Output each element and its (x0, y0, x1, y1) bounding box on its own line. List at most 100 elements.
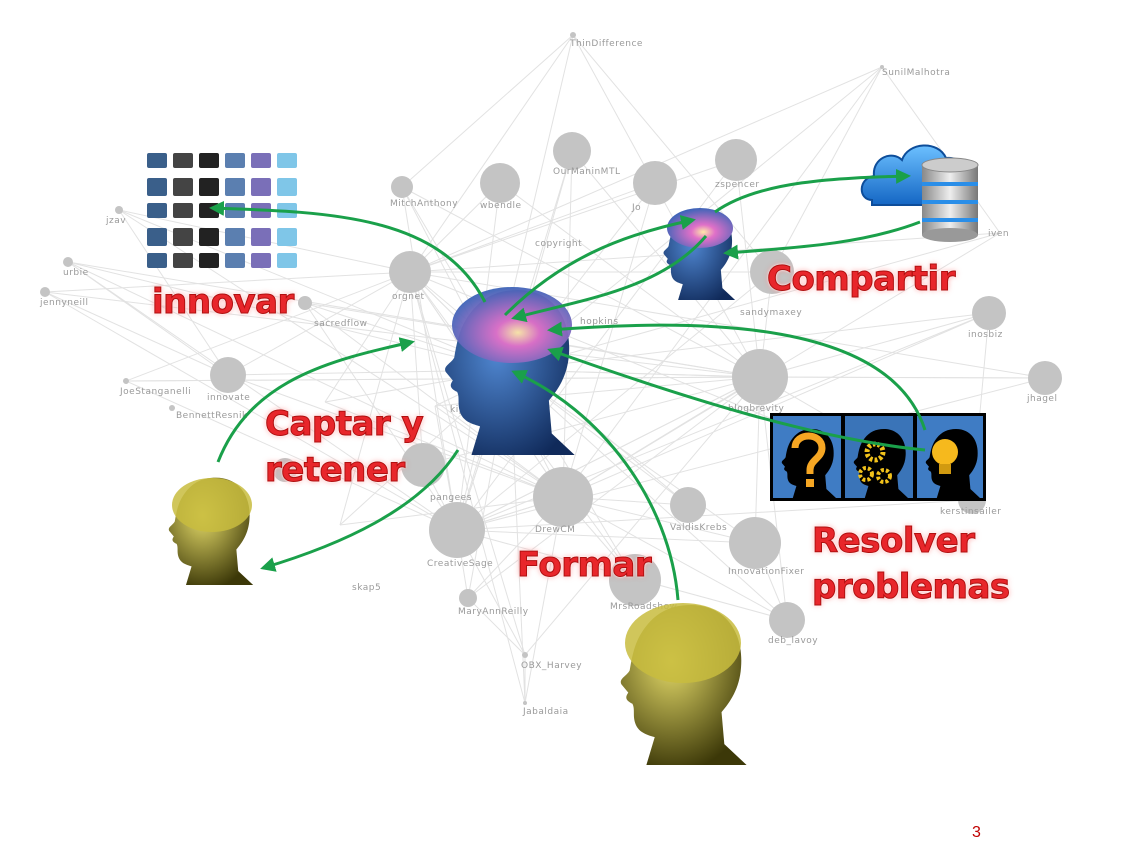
network-edge (759, 376, 1046, 379)
device-icon (277, 178, 297, 196)
network-edge (456, 271, 773, 531)
network-edge (125, 271, 411, 382)
network-node (401, 443, 445, 487)
node-label: CreativeSage (427, 559, 493, 569)
device-icon (173, 153, 193, 168)
node-label: InnovationFixer (728, 567, 804, 577)
device-icon (251, 253, 271, 268)
network-node (480, 163, 520, 203)
network-edge (562, 496, 788, 621)
device-icon (173, 253, 193, 268)
network-edge (401, 34, 574, 188)
device-icon (173, 178, 193, 196)
network-edge (456, 529, 756, 544)
network-node (391, 176, 413, 198)
device-icon (199, 178, 219, 196)
label-resolver-line1: Resolver (811, 521, 975, 562)
node-label: pangees (430, 493, 472, 503)
device-icon (199, 253, 219, 268)
node-label: iven (988, 229, 1009, 239)
network-node (769, 602, 805, 638)
brain-icon (625, 603, 741, 683)
device-icon (147, 228, 167, 246)
node-label: sacredflow (314, 319, 367, 329)
network-node (570, 32, 576, 38)
network-edge (227, 374, 564, 498)
node-label: MaryAnnReilly (458, 607, 529, 617)
network-edge (509, 232, 1001, 371)
gold-head-left (168, 477, 254, 585)
network-node (1028, 361, 1062, 395)
node-label: MrsRoadshow (610, 602, 678, 612)
network-edge (67, 261, 229, 376)
device-icon (173, 203, 193, 218)
network-node (522, 652, 528, 658)
node-label: ValdisKrebs (670, 523, 727, 533)
network-node (389, 251, 431, 293)
network-edge (572, 34, 761, 378)
node-label: Jabaldaia (522, 707, 569, 717)
network-edge (67, 261, 511, 371)
network-edge (509, 369, 756, 544)
node-label: deb_lavoy (768, 636, 818, 646)
label-captar-line1: Captar y (264, 404, 424, 445)
network-edge (562, 376, 761, 498)
node-label: hopkins (580, 317, 619, 327)
network-node (633, 161, 677, 205)
brain-icon (452, 287, 572, 363)
label-formar: Formar (516, 545, 652, 586)
network-edge (409, 182, 501, 273)
arrow-to-innovar (209, 200, 487, 303)
network-edge (509, 369, 788, 621)
node-label: kerstinsailer (940, 507, 1002, 517)
network-node (169, 405, 175, 411)
page-number: 3 (972, 824, 981, 841)
cloud-database-image (860, 144, 979, 242)
network-edge (562, 66, 883, 498)
node-label: wbendle (480, 201, 522, 211)
device-icon (173, 228, 193, 246)
node-label: OurManinMTL (553, 167, 620, 177)
arrow-from-problems-1 (547, 321, 927, 431)
network-edge (572, 34, 773, 273)
network-edge (304, 302, 458, 531)
network-node (115, 206, 123, 214)
network-node (459, 589, 477, 607)
node-label: innovate (207, 393, 250, 403)
network-edge (562, 312, 990, 498)
label-compartir: Compartir (767, 259, 956, 300)
lightbulb-icon (932, 439, 958, 474)
network-edge (409, 159, 737, 273)
device-icon (199, 228, 219, 246)
device-icon (251, 228, 271, 246)
network-edge (401, 186, 458, 531)
network-edge (409, 271, 526, 656)
network-node (123, 378, 129, 384)
node-label: zspencer (715, 180, 760, 190)
node-label: JoeStanganelli (119, 387, 191, 397)
device-icon (251, 178, 271, 196)
network-edge (759, 312, 990, 378)
node-label: urbie (63, 268, 89, 278)
central-brain-head (445, 287, 575, 455)
device-icon (199, 153, 219, 168)
brain-icon (172, 478, 252, 532)
network-edge (509, 312, 990, 371)
small-brain-head (663, 208, 736, 300)
network-node (273, 458, 297, 482)
device-icon (225, 253, 245, 268)
node-label: ThinDifference (569, 39, 643, 49)
node-label: BennettResnik (176, 411, 248, 421)
network-nodes: ThinDifference SunilMalhotra OurManinMTL… (39, 32, 1062, 717)
node-label: sandymaxey (740, 308, 802, 318)
network-edge (67, 261, 458, 531)
node-label: OBX_Harvey (521, 661, 582, 671)
device-icon (147, 153, 167, 168)
node-label: kip (450, 405, 465, 415)
device-icon (277, 253, 297, 268)
network-node (729, 517, 781, 569)
arrow-from-cloud (723, 220, 921, 260)
node-label: Jo (631, 203, 641, 213)
network-edge (467, 597, 526, 656)
network-node (298, 296, 312, 310)
